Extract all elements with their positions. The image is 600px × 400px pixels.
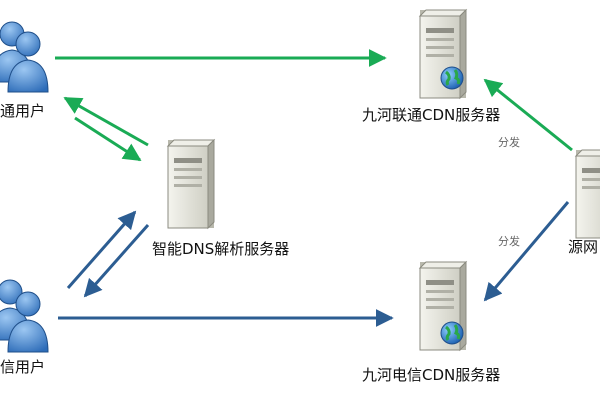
telecom-cdn-label: 九河电信CDN服务器 — [362, 366, 501, 384]
origin-server-icon — [574, 149, 600, 239]
distribute-label-top: 分发 — [498, 136, 520, 149]
arrow-origin-to-unicom-cdn — [483, 78, 573, 152]
arrow-dns-to-unicom-user — [63, 96, 149, 147]
origin-label: 源网 — [568, 238, 599, 256]
telecom-user-label: 信用户 — [0, 358, 46, 376]
arrow-unicom-user-to-dns — [74, 116, 142, 162]
dns-label: 智能DNS解析服务器 — [152, 240, 290, 258]
dns-server-icon — [166, 138, 216, 230]
unicom-user-label: 通用户 — [0, 102, 46, 120]
unicom-user-icon — [0, 21, 49, 93]
arrow-origin-to-telecom-cdn — [483, 201, 570, 302]
telecom-user-icon — [0, 279, 49, 353]
arrow-telecom-user-to-dns — [66, 210, 137, 289]
unicom-cdn-label: 九河联通CDN服务器 — [362, 106, 501, 124]
unicom-cdn-globe-icon — [440, 66, 464, 90]
telecom-cdn-globe-icon — [440, 321, 464, 345]
arrow-dns-to-telecom-user — [83, 224, 150, 298]
distribute-label-bottom: 分发 — [498, 235, 520, 248]
